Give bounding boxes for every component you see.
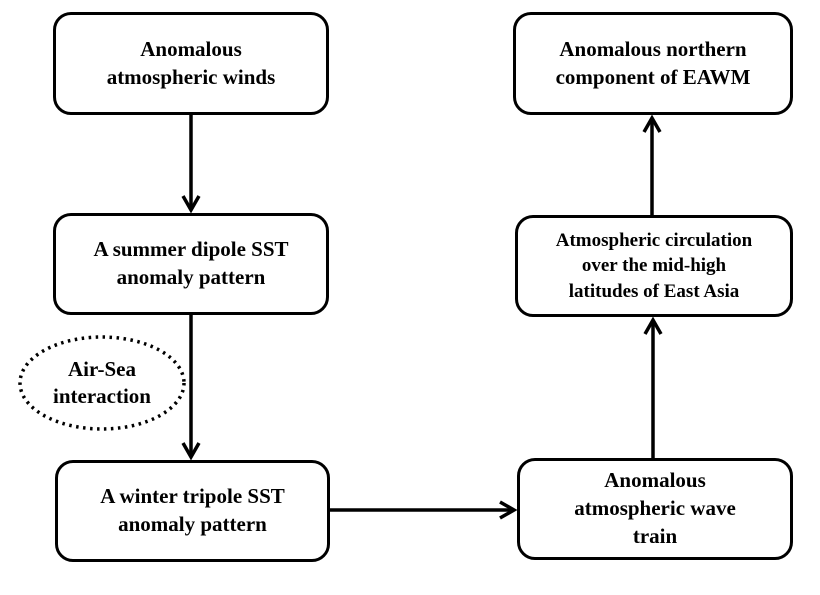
- node-atmospheric-wave-train: Anomalous atmospheric wave train: [517, 458, 793, 560]
- node-label: A summer dipole SST anomaly pattern: [93, 237, 289, 289]
- node-label: A winter tripole SST anomaly pattern: [100, 484, 285, 536]
- node-label: Anomalous northern component of EAWM: [555, 36, 751, 89]
- node-winter-tripole-sst: A winter tripole SST anomaly pattern: [55, 460, 330, 562]
- air-sea-interaction-label: Air-Sea interaction: [18, 336, 186, 430]
- node-atmospheric-circulation: Atmospheric circulation over the mid-hig…: [515, 215, 793, 317]
- node-northern-component-eawm: Anomalous northern component of EAWM: [513, 12, 793, 115]
- node-label: Air-Sea interaction: [53, 356, 151, 408]
- node-label: Atmospheric circulation over the mid-hig…: [555, 229, 753, 302]
- node-label: Anomalous atmospheric winds: [106, 36, 276, 89]
- node-summer-dipole-sst: A summer dipole SST anomaly pattern: [53, 213, 329, 315]
- air-sea-interaction-ellipse: [18, 335, 186, 431]
- node-anomalous-atmospheric-winds: Anomalous atmospheric winds: [53, 12, 329, 115]
- node-label: Anomalous atmospheric wave train: [574, 468, 736, 548]
